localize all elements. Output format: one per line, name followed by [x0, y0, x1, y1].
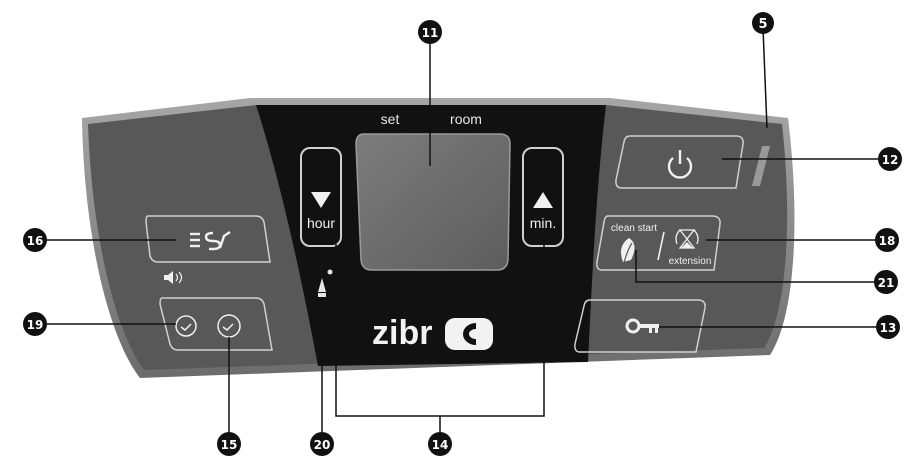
callout-19: 19 — [23, 312, 47, 336]
leader-lines — [47, 27, 878, 432]
mode-icon — [190, 231, 231, 251]
svg-text:18: 18 — [879, 234, 896, 248]
timer-button[interactable] — [159, 297, 273, 351]
svg-text:20: 20 — [314, 438, 331, 452]
svg-text:12: 12 — [882, 153, 899, 167]
svg-text:21: 21 — [878, 276, 895, 290]
extension-label: extension — [669, 256, 712, 267]
sound-icon — [164, 271, 183, 284]
leader-5 — [762, 27, 768, 129]
svg-text:19: 19 — [27, 318, 44, 332]
key-icon — [625, 318, 659, 334]
callout-13: 13 — [876, 315, 900, 339]
svg-text:14: 14 — [432, 438, 449, 452]
power-button[interactable] — [615, 135, 744, 189]
power-indicator-light — [752, 146, 770, 186]
callout-16: 16 — [23, 228, 47, 252]
clean-start-label: clean start — [611, 223, 657, 234]
callout-18: 18 — [875, 228, 899, 252]
svg-text:11: 11 — [422, 26, 439, 40]
lcd-display — [355, 133, 511, 271]
callout-15: 15 — [217, 432, 241, 456]
callout-14: 14 — [428, 432, 452, 456]
svg-text:15: 15 — [221, 438, 238, 452]
power-icon — [667, 150, 693, 179]
leader-21 — [635, 250, 874, 283]
svg-text:16: 16 — [27, 234, 44, 248]
callout-20: 20 — [310, 432, 334, 456]
room-label: room — [450, 111, 482, 127]
timer-clock-left-icon — [175, 315, 197, 337]
callout-11: 11 — [418, 20, 442, 44]
key-lock-button[interactable] — [574, 299, 706, 353]
callout-21: 21 — [874, 270, 898, 294]
hour-down-button[interactable]: hour — [300, 147, 342, 247]
clean-start-extension-button[interactable]: clean start extension — [596, 215, 721, 271]
svg-text:5: 5 — [758, 17, 767, 32]
divider-slash — [657, 231, 665, 261]
triangle-up-icon — [533, 192, 553, 208]
svg-text:zibr: zibr — [372, 314, 432, 352]
hourglass-icon — [675, 229, 699, 249]
mode-button[interactable] — [145, 215, 271, 263]
callout-5: 5 — [752, 12, 774, 34]
zibro-logo: zibr — [372, 314, 493, 352]
triangle-down-icon — [311, 192, 331, 208]
indicator-20-icon — [318, 269, 333, 297]
leaf-icon — [621, 238, 635, 264]
set-label: set — [381, 111, 400, 127]
min-up-button[interactable]: min. — [522, 147, 564, 247]
svg-text:13: 13 — [880, 321, 897, 335]
callout-12: 12 — [878, 147, 902, 171]
hour-label: hour — [307, 215, 335, 231]
min-label: min. — [530, 215, 556, 231]
